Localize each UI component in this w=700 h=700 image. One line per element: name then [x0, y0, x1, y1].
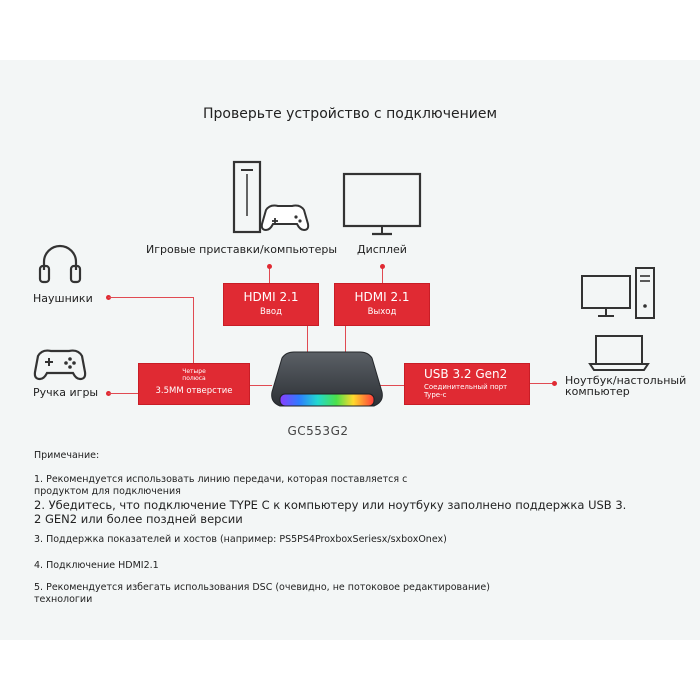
page-title: Проверьте устройство с подключением	[202, 106, 498, 122]
note-1-line1: 1. Рекомендуется использовать линию пере…	[34, 474, 408, 485]
display-icon	[342, 172, 422, 236]
connector-headphones-h	[108, 297, 194, 298]
usb-sub-2: Type-c	[424, 391, 447, 399]
audio-top-2: полюса	[182, 375, 206, 382]
consoles-label: Игровые приставки/компьютеры	[146, 243, 338, 256]
hdmi-in-sub: Ввод	[260, 307, 282, 317]
model-label: GC553G2	[287, 424, 349, 438]
note-5-line1: 5. Рекомендуется избегать использования …	[34, 582, 490, 593]
usb-box: USB 3.2 Gen2 Соединительный порт Type-c	[404, 363, 530, 405]
hdmi-out-box: HDMI 2.1 Выход	[334, 283, 430, 326]
connector-hdmi-in-to-device	[307, 326, 308, 358]
connector-consoles	[269, 267, 270, 283]
hdmi-out-title: HDMI 2.1	[354, 290, 410, 304]
hdmi-in-box: HDMI 2.1 Ввод	[223, 283, 319, 326]
audio-top-1: Четыре	[182, 368, 206, 375]
notes-section: Примечание: 1. Рекомендуется использоват…	[34, 450, 674, 606]
background-panel	[0, 60, 700, 640]
laptop-label-line1: Ноутбук/настольный	[565, 374, 687, 387]
connector-usb-to-laptop	[530, 383, 554, 384]
desktop-pc-icon	[581, 267, 655, 319]
usb-sub-1: Соединительный порт	[424, 383, 508, 391]
connector-dot-consoles	[267, 264, 272, 269]
audio-jack-box: Четыре полюса 3.5MM отверстие	[138, 363, 250, 405]
note-1-line2: продуктом для подключения	[34, 486, 181, 497]
headphones-icon	[38, 244, 82, 284]
note-4: 4. Подключение HDMI2.1	[34, 560, 159, 571]
connector-gamepad	[108, 393, 138, 394]
hdmi-out-sub: Выход	[367, 307, 397, 317]
connector-dot-display	[380, 264, 385, 269]
hdmi-in-title: HDMI 2.1	[243, 290, 299, 304]
laptop-icon	[588, 335, 650, 371]
audio-main: 3.5MM отверстие	[155, 386, 233, 396]
connector-dot-laptop	[552, 381, 557, 386]
console-pc-icon	[232, 160, 310, 234]
note-2-line1: 2. Убедитесь, что подключение TYPE C к к…	[34, 498, 627, 512]
connector-audio-to-device	[250, 385, 272, 386]
note-3: 3. Поддержка показателей и хостов (напри…	[34, 534, 447, 545]
note-5-line2: технологии	[34, 594, 93, 605]
note-2-line2: 2 GEN2 или более поздней версии	[34, 512, 243, 526]
gamepad-icon	[33, 349, 87, 381]
connector-display	[382, 267, 383, 283]
notes-heading: Примечание:	[34, 450, 100, 461]
connector-headphones-v	[193, 297, 194, 363]
headphones-label: Наушники	[33, 292, 93, 305]
usb-title: USB 3.2 Gen2	[424, 367, 508, 381]
capture-device-image	[271, 351, 383, 407]
connector-hdmi-out-to-device	[345, 326, 346, 358]
display-label: Дисплей	[357, 243, 407, 256]
connector-usb-to-device	[380, 385, 404, 386]
gamepad-label: Ручка игры	[33, 386, 99, 399]
laptop-label-line2: компьютер	[565, 385, 630, 398]
